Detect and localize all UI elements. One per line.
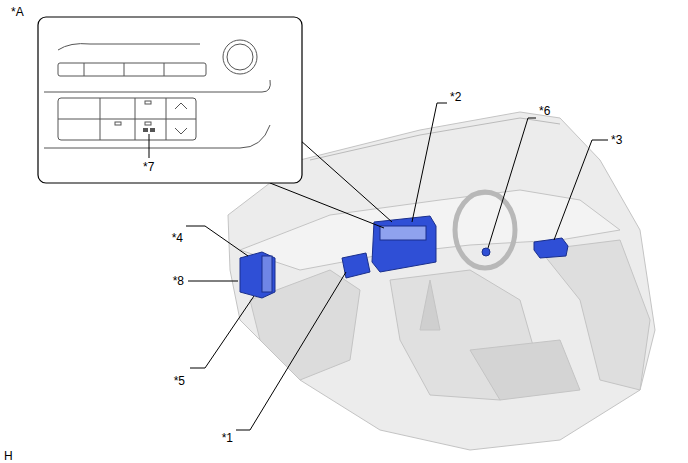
component (240, 216, 568, 298)
figure-code: H (3, 449, 14, 463)
callout-number: *4 (171, 231, 184, 245)
inset-view (38, 17, 392, 228)
component-1 (342, 253, 370, 278)
callout-number: *8 (172, 274, 185, 288)
component-detail (262, 256, 272, 292)
component-2 (372, 216, 436, 272)
leader-line (149, 103, 608, 430)
callout-number: *2 (449, 90, 462, 104)
component-6 (482, 248, 490, 256)
callout-number: *7 (142, 160, 155, 174)
callout-number: *6 (538, 104, 551, 118)
component-2-detail (380, 226, 426, 240)
callout-number: *1 (221, 431, 234, 445)
callout-number: *5 (173, 374, 186, 388)
callout-number: *A (10, 5, 25, 19)
component-4-8-5 (240, 252, 275, 298)
component-3 (534, 238, 568, 258)
callout-number: *3 (610, 133, 623, 147)
